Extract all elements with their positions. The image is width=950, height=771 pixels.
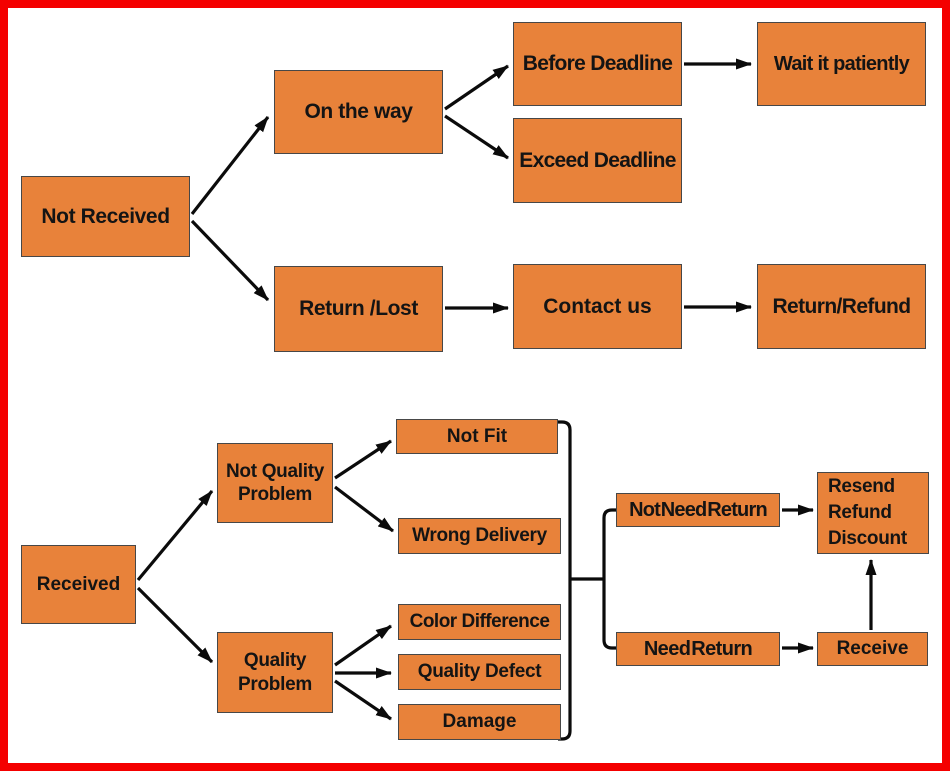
node-wait-it-patiently: Wait it patiently (757, 22, 926, 106)
node-label: Need Return (643, 637, 753, 660)
node-wrong-delivery: Wrong Delivery (398, 518, 561, 554)
arrow-on-the-way-to-before-deadline (444, 64, 509, 111)
node-resend-refund-discount: Resend Refund Discount (817, 472, 929, 554)
node-damage: Damage (398, 704, 561, 740)
node-label: Received (36, 573, 121, 595)
node-color-difference: Color Difference (398, 604, 561, 640)
node-label: Before Deadline (522, 52, 673, 75)
arrow-not-quality-problem-to-wrong-delivery (334, 485, 394, 533)
bracket-split-return-options (602, 508, 616, 650)
node-not-received: Not Received (21, 176, 190, 257)
node-not-need-return: Not Need Return (616, 493, 780, 527)
arrow-not-quality-problem-to-not-fit (334, 439, 392, 480)
arrow-quality-problem-to-color-difference (334, 624, 392, 667)
node-receive: Receive (817, 632, 928, 666)
node-received: Received (21, 545, 136, 624)
node-not-quality-problem: Not Quality Problem (217, 443, 333, 523)
arrow-received-to-not-quality-problem (136, 489, 214, 582)
node-label: Color Difference (409, 611, 550, 632)
node-label: Damage (442, 711, 517, 732)
node-on-the-way: On the way (274, 70, 443, 154)
node-label: Return/Refund (772, 294, 911, 318)
node-need-return: Need Return (616, 632, 780, 666)
node-label: Receive (836, 638, 909, 659)
bracket-collect-outcomes (558, 420, 572, 741)
node-label-line: Refund (828, 501, 892, 523)
node-return-lost: Return /Lost (274, 266, 443, 352)
arrow-received-to-quality-problem (136, 586, 214, 664)
arrow-not-received-to-on-the-way (190, 116, 270, 215)
arrow-quality-problem-to-damage (334, 679, 392, 721)
node-not-fit: Not Fit (396, 419, 558, 454)
node-contact-us: Contact us (513, 264, 682, 349)
node-label: Exceed Deadline (519, 148, 676, 172)
node-label: Not Received (41, 204, 170, 228)
node-label: Wrong Delivery (412, 525, 547, 546)
node-label: Quality Defect (417, 661, 542, 682)
node-quality-defect: Quality Defect (398, 654, 561, 690)
node-before-deadline: Before Deadline (513, 22, 682, 106)
node-label: Contact us (543, 294, 652, 318)
node-label: Not Quality Problem (225, 460, 325, 505)
node-label: On the way (304, 100, 413, 123)
node-label: Quality Problem (238, 650, 312, 695)
node-return-refund: Return/Refund (757, 264, 926, 349)
arrow-on-the-way-to-exceed-deadline (444, 114, 509, 160)
node-quality-problem: Quality Problem (217, 632, 333, 713)
node-label-line: Resend (828, 475, 895, 497)
node-label: Wait it patiently (773, 52, 910, 75)
node-label: Return /Lost (299, 297, 418, 320)
node-label-line: Discount (828, 528, 907, 550)
arrow-not-received-to-return-lost (190, 219, 270, 302)
node-label: Not Fit (446, 425, 508, 447)
node-label: Not Need Return (629, 498, 768, 521)
node-exceed-deadline: Exceed Deadline (513, 118, 682, 203)
